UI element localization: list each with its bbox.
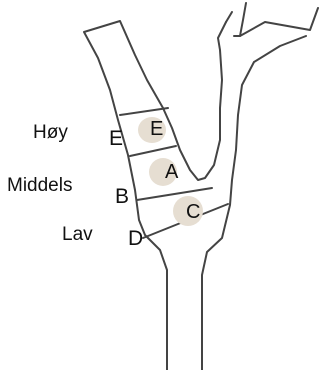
- segment-letter-a: A: [165, 161, 179, 183]
- right-wall: [202, 3, 318, 370]
- segment-letter-e: E: [150, 118, 163, 140]
- divider-top: [120, 108, 168, 115]
- divider-mid: [130, 146, 176, 156]
- divider-low: [137, 188, 212, 200]
- edge-marker-e: E: [109, 127, 123, 150]
- edge-marker-d: D: [128, 227, 143, 250]
- level-label-middels: Middels: [7, 175, 72, 196]
- edge-marker-b: B: [115, 185, 129, 208]
- level-label-hoy: Høy: [33, 122, 68, 143]
- crotch-wall: [163, 22, 226, 180]
- segment-letter-c: C: [186, 201, 200, 223]
- level-label-lav: Lav: [62, 224, 93, 245]
- side-branch: [226, 12, 240, 36]
